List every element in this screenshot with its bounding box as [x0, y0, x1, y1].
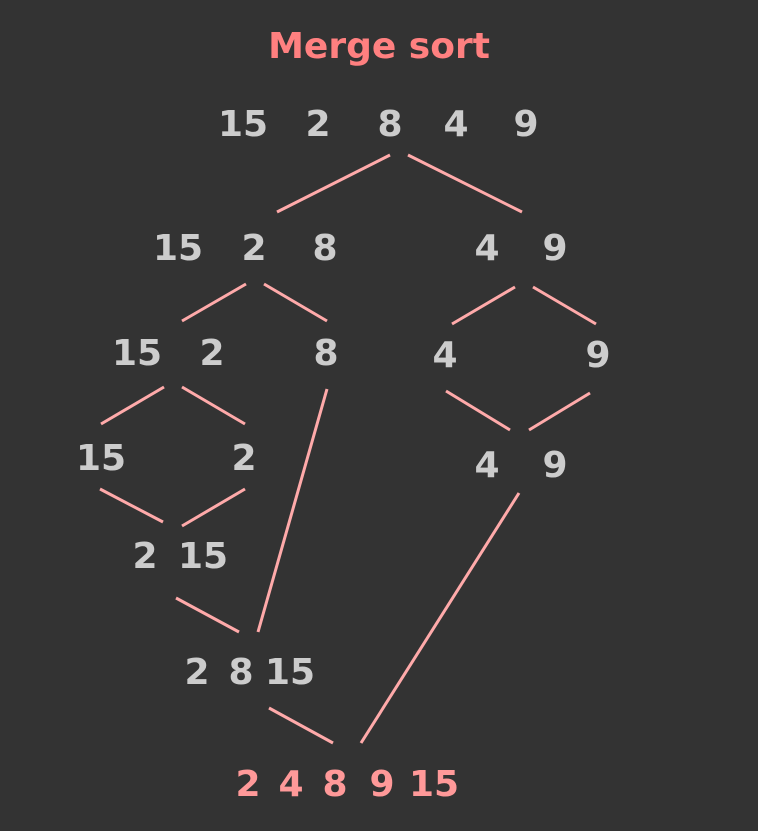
edge	[181, 487, 246, 528]
number: 15	[112, 333, 162, 374]
split-lr-array: 8	[313, 333, 338, 374]
edge	[532, 285, 597, 326]
edge	[451, 285, 516, 326]
edge	[268, 706, 334, 745]
input-array: 15 2 8 4 9	[218, 104, 539, 145]
edge	[100, 385, 165, 426]
number: 2	[305, 104, 330, 145]
number: 15	[178, 536, 228, 577]
split-right-array: 4 9	[474, 228, 567, 269]
number: 4	[443, 104, 468, 145]
edge	[276, 153, 391, 214]
split-rr-array: 9	[585, 335, 610, 376]
edges	[99, 153, 597, 745]
number: 8	[228, 652, 253, 693]
split-left-array: 15 2 8	[153, 228, 338, 269]
edge	[181, 282, 247, 323]
number: 4	[474, 228, 499, 269]
number: 15	[76, 438, 126, 479]
merged-2-15-array: 2 15	[132, 536, 228, 577]
edge	[445, 389, 511, 432]
diagram-title: Merge sort	[268, 26, 490, 67]
number: 4	[474, 445, 499, 486]
edge	[175, 596, 240, 634]
number: 15	[218, 104, 268, 145]
merged-right-array: 4 9	[474, 445, 567, 486]
number: 2	[241, 228, 266, 269]
sorted-result-array: 2 4 8 9 15	[235, 764, 459, 805]
edge	[263, 282, 328, 323]
number: 9	[585, 335, 610, 376]
number: 15	[265, 652, 315, 693]
result-number: 2	[235, 764, 260, 805]
single-15-array: 15	[76, 438, 126, 479]
edge	[359, 492, 521, 744]
edge	[99, 487, 164, 524]
number: 9	[513, 104, 538, 145]
number: 2	[231, 438, 256, 479]
number: 2	[184, 652, 209, 693]
merged-2-8-15-array: 2 8 15	[184, 652, 315, 693]
result-number: 15	[409, 764, 459, 805]
result-number: 9	[369, 764, 394, 805]
edge	[528, 391, 591, 432]
number: 8	[313, 333, 338, 374]
number: 2	[132, 536, 157, 577]
edge	[407, 153, 523, 214]
result-number: 8	[322, 764, 347, 805]
number: 4	[432, 335, 457, 376]
number: 9	[542, 445, 567, 486]
split-rl-array: 4	[432, 335, 457, 376]
single-2-array: 2	[231, 438, 256, 479]
number: 9	[542, 228, 567, 269]
number: 8	[312, 228, 337, 269]
result-number: 4	[278, 764, 303, 805]
split-ll-array: 15 2	[112, 333, 225, 374]
number: 2	[199, 333, 224, 374]
number: 8	[377, 104, 402, 145]
edge	[256, 388, 329, 633]
number: 15	[153, 228, 203, 269]
edge	[181, 385, 246, 426]
